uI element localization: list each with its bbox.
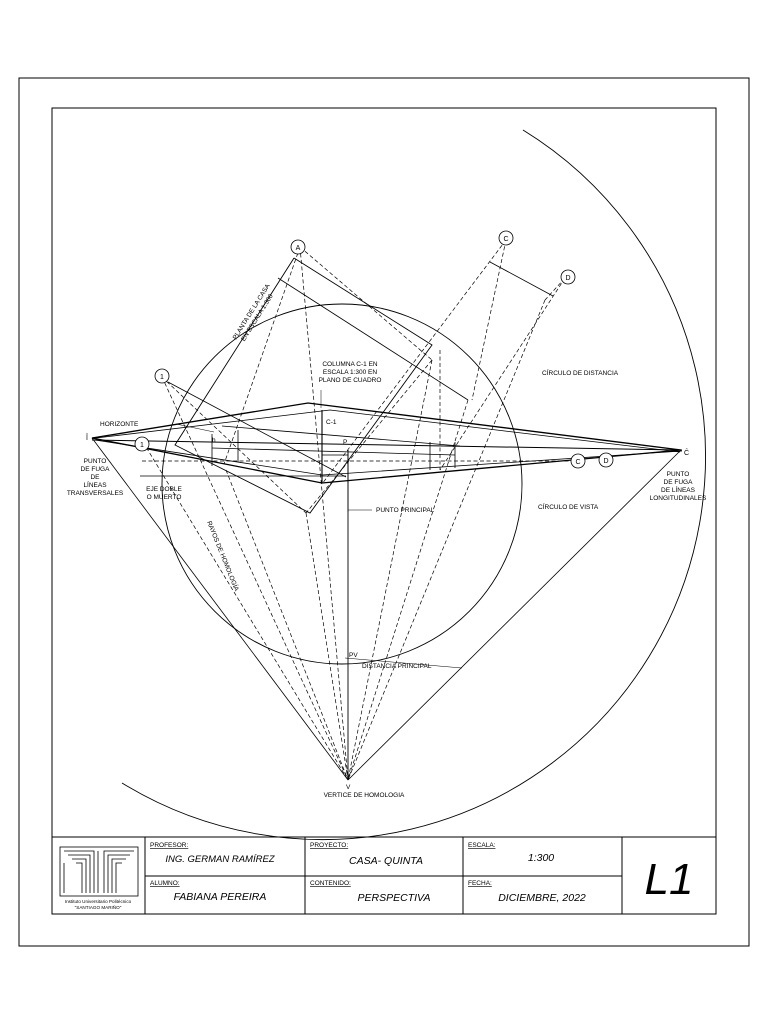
- pf-transversales-line-4: LÍNEAS: [83, 480, 107, 489]
- eje-doble-line-2: O MUERTO: [147, 494, 182, 501]
- pf-longitudinales-line-1: PUNTO: [667, 471, 690, 478]
- ray-right-vanishing: [347, 449, 682, 781]
- columna-line-3: PLANO DE CUADRO: [319, 377, 382, 384]
- institute-logo: [59, 846, 139, 897]
- marker-d-right: [598, 452, 614, 468]
- marker-one-top-label: 1: [160, 374, 164, 381]
- planta-label: PLANTA DE LA CASA EN ESCALA 1:300: [232, 282, 275, 342]
- circulo-distancia-label: CÍRCULO DE DISTANCIA: [542, 368, 619, 377]
- eje-doble-line-1: EJE DOBLE: [146, 486, 182, 493]
- p-label: P: [343, 439, 347, 446]
- pv-label: PV: [349, 652, 358, 659]
- plan-dim-c: [489, 261, 554, 297]
- marker-c-right: [570, 453, 586, 469]
- profesor-label: PROFESOR:: [150, 842, 188, 849]
- marker-d-top-label: D: [565, 275, 570, 282]
- punto-principal-label: PUNTO PRINCIPAL: [376, 507, 435, 514]
- marker-c-top-label: C: [503, 236, 508, 243]
- plan-dim-1: [167, 381, 347, 478]
- pf-transversales-line-5: TRANSVERSALES: [67, 490, 124, 497]
- c1-label: C-1: [326, 419, 337, 426]
- escala-label: ESCALA:: [468, 842, 496, 849]
- horizon-line: [91, 439, 683, 451]
- marker-a-label: A: [296, 245, 301, 252]
- fecha-label: FECHA:: [468, 880, 492, 887]
- i-label: Î: [85, 433, 89, 442]
- marker-c-top: [498, 230, 514, 246]
- horizonte-leader: [175, 423, 215, 433]
- view-circle: [161, 303, 523, 665]
- columna-line-2: ESCALA 1:300 EN: [323, 369, 378, 376]
- marker-d-right-label: D: [603, 458, 608, 465]
- contenido-value: PERSPECTIVA: [358, 892, 431, 904]
- pf-longitudinales-line-2: DE FUGA: [664, 479, 694, 486]
- columna-line-1: COLUMNA C-1 EN: [322, 361, 378, 368]
- distance-circle: [121, 129, 707, 841]
- marker-one-top: [154, 368, 170, 384]
- pf-longitudinales-line-3: DE LÍNEAS: [661, 485, 696, 494]
- marker-a: [290, 239, 306, 255]
- construction-lines: [140, 239, 575, 781]
- perspective-drawing: [91, 129, 707, 841]
- marker-c-right-label: C: [575, 459, 580, 466]
- profesor-value: ING. GERMAN RAMÍREZ: [165, 854, 275, 865]
- marker-one-left: [134, 436, 150, 452]
- marker-d-top: [560, 269, 576, 285]
- fecha-value: DICIEMBRE, 2022: [498, 892, 586, 904]
- house-inner-line-2: [221, 425, 461, 447]
- vertice-label: VERTICE DE HOMOLOGIA: [324, 792, 405, 799]
- inner-frame: [51, 107, 717, 915]
- h-label: h: [212, 437, 216, 444]
- contenido-label: CONTENIDO:: [310, 880, 351, 887]
- horizonte-label: HORIZONTE: [100, 421, 139, 428]
- house-inner-line-1: [211, 447, 456, 456]
- house-roof: [95, 409, 681, 453]
- escala-value: 1:300: [528, 852, 554, 864]
- pf-transversales-line-1: PUNTO: [84, 458, 107, 465]
- circulo-vista-label: CÍRCULO DE VISTA: [538, 502, 599, 511]
- sheet-code: L1: [645, 855, 694, 904]
- title-block: [52, 836, 716, 914]
- drawing-labels: A C D 1 1 C D PLANTA DE LA CASA EN ESCAL…: [67, 236, 707, 799]
- house-plan: [174, 257, 433, 514]
- rayos-label: RAYOS DE HOMOLOGÍA: [205, 519, 242, 593]
- plan-dim-a: [277, 277, 469, 401]
- rayos-text: RAYOS DE HOMOLOGÍA: [205, 519, 242, 593]
- alumno-label: ALUMNO:: [150, 880, 180, 887]
- proyecto-value: CASA- QUINTA: [349, 855, 423, 867]
- logo-caption-line-1: Instituto Universitario Politécnico: [65, 899, 132, 904]
- pf-longitudinales-line-4: LONGITUDINALES: [650, 495, 707, 502]
- proyecto-label: PROYECTO:: [310, 842, 348, 849]
- logo-caption-line-2: "SANTIAGO MARIÑO": [75, 904, 122, 910]
- v-label: V: [346, 784, 351, 791]
- pf-transversales-line-2: DE FUGA: [81, 466, 111, 473]
- pf-transversales-line-3: DE: [90, 474, 100, 481]
- distancia-principal-label: DISTANCIA PRINCIPAL: [362, 663, 432, 670]
- ray-left-vanishing: [91, 437, 349, 781]
- alumno-value: FABIANA PEREIRA: [174, 891, 267, 903]
- pv-leader: [344, 657, 463, 669]
- outer-frame: [18, 77, 750, 947]
- marker-one-left-label: 1: [140, 442, 144, 449]
- c-label: Ĉ: [684, 448, 689, 457]
